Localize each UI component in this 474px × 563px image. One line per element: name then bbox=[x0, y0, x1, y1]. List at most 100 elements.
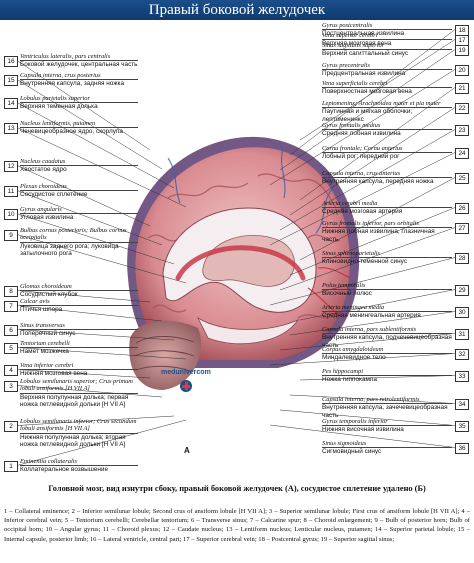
latin-term: Calcar avis bbox=[20, 298, 50, 305]
russian-term: Нижняя мозговая вена bbox=[20, 369, 138, 377]
leader-line-15 bbox=[16, 79, 163, 170]
leader-line-7 bbox=[16, 305, 163, 322]
latin-term: Lobulus semilunaris superior; Crus primu… bbox=[20, 378, 133, 393]
russian-term: Верхняя теменная долька bbox=[20, 102, 138, 110]
latin-term: Polus temporalis bbox=[322, 282, 366, 289]
russian-term: Хвостатое ядро bbox=[20, 165, 138, 173]
latin-term: Gyrus angularis bbox=[20, 206, 62, 213]
latin-term: Capsula interna, pars retrolentiformis bbox=[322, 396, 420, 403]
russian-term: Нижняя лобная извилина, глазничная часть bbox=[322, 227, 452, 243]
russian-term: Средняя мозговая артерия bbox=[322, 207, 452, 215]
brain-illustration bbox=[127, 136, 360, 390]
leader-line-10 bbox=[16, 213, 175, 265]
leader-line-29 bbox=[299, 289, 456, 321]
russian-term: Луковица заднего рога; луковица затылочн… bbox=[20, 241, 138, 258]
russian-term: Поверхностная мозговая вена bbox=[322, 87, 452, 95]
russian-term: Коллатеральное возвышение bbox=[20, 465, 138, 473]
russian-term: Предцентральная извилина bbox=[322, 69, 452, 77]
right-label-27: Gyrus frontalis inferior, pars orbitalis… bbox=[322, 220, 452, 243]
latin-term: Plexus choroideus bbox=[20, 183, 67, 190]
label-number-7: 7 bbox=[4, 301, 18, 312]
latin-term: Gyrus temporalis inferior bbox=[322, 418, 388, 425]
latin-term: Sinus sphenoparietalis bbox=[322, 250, 381, 257]
label-number-28: 28 bbox=[455, 253, 469, 264]
label-number-26: 26 bbox=[455, 203, 469, 214]
label-number-8: 8 bbox=[4, 286, 18, 297]
leader-line-6 bbox=[16, 329, 175, 341]
latin-term: Nucleus lentiformis, putamen bbox=[20, 120, 96, 127]
label-number-12: 12 bbox=[4, 161, 18, 172]
label-number-34: 34 bbox=[455, 399, 469, 410]
page-title: Правый боковой желудочек bbox=[0, 0, 474, 20]
label-number-1: 1 bbox=[4, 461, 18, 472]
latin-term: Arteria cerebri media bbox=[322, 200, 378, 207]
latin-term: Lobulus parietalis superior bbox=[20, 95, 90, 102]
russian-term: Лобный рог; передний рог bbox=[322, 152, 452, 160]
label-number-3: 3 bbox=[4, 381, 18, 392]
leader-line-25 bbox=[299, 177, 456, 261]
label-number-2: 2 bbox=[4, 421, 18, 432]
russian-term: Ножка гиппокампа bbox=[322, 375, 452, 383]
latin-term: Sinus sagittalis superior bbox=[322, 42, 385, 49]
leader-line-26 bbox=[289, 207, 456, 276]
russian-term: Нижняя полулунная долька; вторая ножка п… bbox=[20, 432, 138, 449]
leader-line-4 bbox=[16, 369, 151, 379]
label-number-22: 22 bbox=[455, 103, 469, 114]
russian-term: Боковой желудочек, центральная часть bbox=[20, 60, 138, 69]
latin-term: Gyrus postcentralis bbox=[322, 22, 373, 29]
latin-term: Cornu frontale; Cornu anterius bbox=[322, 145, 403, 152]
latin-term: Capsula interna, pars sublentiformis bbox=[322, 326, 417, 333]
figure-legend: 1 – Collateral eminence; 2 – Inferior se… bbox=[4, 508, 470, 543]
watermark-text: medunivercom bbox=[161, 369, 211, 376]
leader-line-11 bbox=[16, 190, 163, 246]
leader-line-8 bbox=[16, 290, 151, 303]
russian-term: Сигмовидный синус bbox=[322, 447, 452, 455]
latin-term: Vena superficialis cerebri bbox=[322, 80, 388, 87]
label-number-36: 36 bbox=[455, 443, 469, 454]
leader-line-30 bbox=[289, 311, 456, 336]
latin-term: Corpus amygdaloideum bbox=[322, 346, 384, 353]
leader-line-31 bbox=[279, 333, 456, 351]
leader-line-21 bbox=[299, 87, 456, 201]
leader-line-1 bbox=[16, 419, 187, 466]
label-number-15: 15 bbox=[4, 75, 18, 86]
latin-term: Vena inferior cerebri bbox=[20, 362, 74, 369]
label-number-35: 35 bbox=[455, 421, 469, 432]
label-number-10: 10 bbox=[4, 209, 18, 220]
leader-line-22 bbox=[289, 107, 456, 216]
leader-line-2 bbox=[16, 415, 175, 426]
russian-term: Нижняя височная извилина bbox=[322, 425, 452, 433]
russian-term: Паутинная и мягкая оболочки; лептоменинк… bbox=[322, 107, 452, 123]
russian-term: Верхняя полулунная долька; первая ножка … bbox=[20, 392, 138, 409]
latin-term: Eminentia collateralis bbox=[20, 458, 77, 465]
latin-term: Sinus transversus bbox=[20, 322, 65, 329]
latin-term: Vena superior cerebri bbox=[322, 32, 378, 39]
label-number-33: 33 bbox=[455, 371, 469, 382]
cross-logo bbox=[180, 380, 192, 392]
leader-line-5 bbox=[16, 347, 187, 360]
leader-line-27 bbox=[279, 227, 456, 291]
label-number-11: 11 bbox=[4, 186, 18, 197]
label-number-29: 29 bbox=[455, 285, 469, 296]
right-label-22: Leptomeninx; Arachnoidea mater et pia ma… bbox=[322, 100, 452, 123]
leader-line-3 bbox=[16, 385, 163, 398]
